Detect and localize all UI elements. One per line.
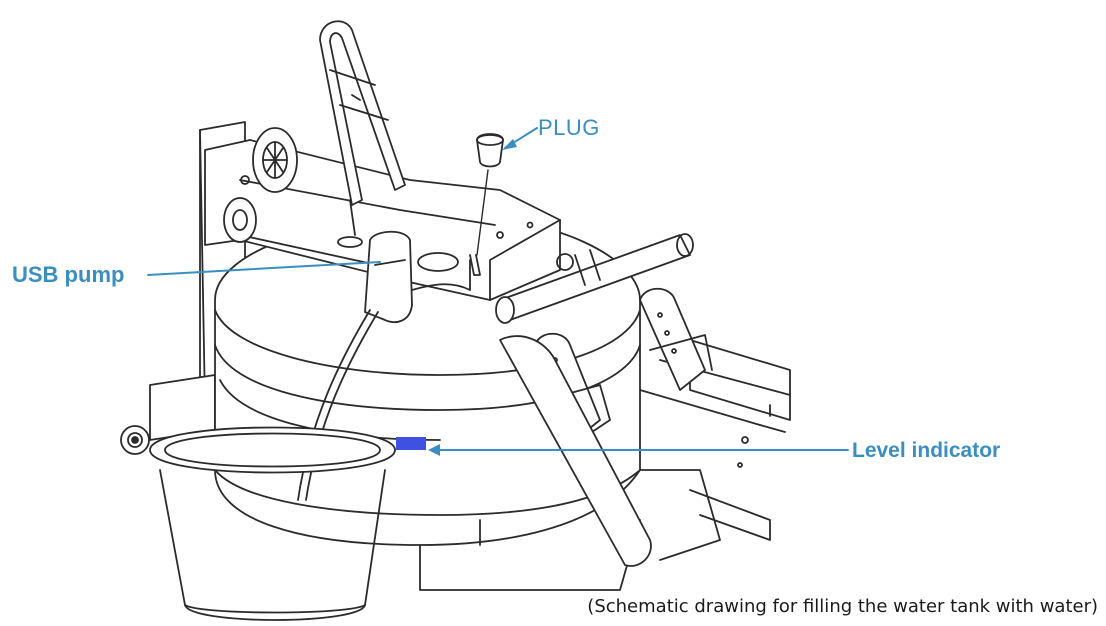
roller-bar — [495, 233, 694, 324]
usb-pump — [364, 230, 471, 324]
bucket — [149, 426, 396, 621]
handle — [319, 20, 406, 248]
rail — [639, 339, 791, 433]
usb-pump-leader — [147, 261, 381, 276]
usb-pump-label: USB pump — [12, 262, 125, 287]
plug-arrowhead — [502, 139, 517, 150]
wheels — [223, 127, 298, 243]
plug-label: PLUG — [538, 115, 600, 140]
plug-part — [469, 133, 504, 276]
figure-caption: (Schematic drawing for filling the water… — [587, 596, 1098, 617]
level-indicator-window — [396, 437, 426, 450]
level-indicator-label: Level indicator — [852, 439, 1001, 462]
callout-arrowheads — [428, 139, 517, 456]
front-rail — [499, 335, 771, 567]
level-arrowhead — [428, 444, 440, 456]
